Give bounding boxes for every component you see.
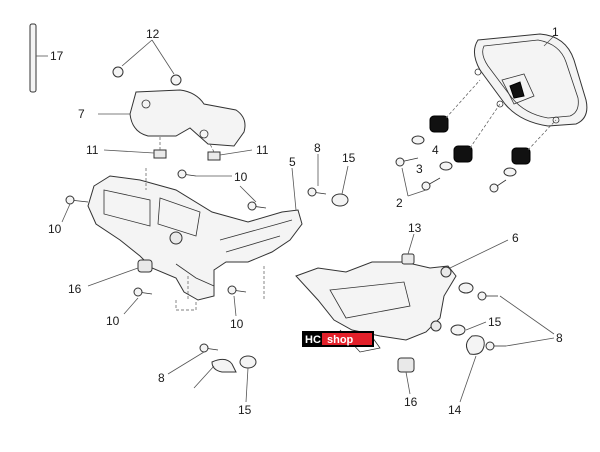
callout-10-bottom-left: 10 (106, 314, 120, 328)
callout-11-left: 11 (86, 143, 99, 157)
part-17-rod (29, 23, 48, 93)
part-8-bolt-upper (307, 154, 327, 197)
part-11-clips (103, 136, 253, 161)
part-9-clamp (193, 358, 237, 389)
watermark-left: HC (305, 334, 321, 346)
part-4-grommets (429, 79, 557, 165)
part-2-screws (395, 157, 507, 197)
part-16-nuts (87, 259, 415, 395)
part-6-bracket (295, 239, 509, 353)
callout-2: 2 (396, 196, 403, 210)
callout-10-top: 10 (234, 170, 248, 184)
callout-6: 6 (512, 231, 519, 245)
callout-15-lower: 15 (238, 403, 252, 417)
part-15-spacer-lower (239, 355, 257, 403)
callout-labels: 1 2 3 4 5 6 7 8 8 8 10 10 10 10 11 11 12… (48, 25, 563, 417)
part-8-bolts-right (458, 282, 555, 351)
callout-4: 4 (432, 143, 439, 157)
callout-8-upper: 8 (314, 141, 321, 155)
callout-17: 17 (50, 49, 64, 63)
part-14-clamp (459, 335, 485, 403)
part-12-nuts (112, 39, 182, 86)
part-15-spacer-upper (331, 165, 349, 207)
part-10-bolts (61, 169, 267, 317)
callout-12: 12 (146, 27, 160, 41)
callout-8-right: 8 (556, 331, 563, 345)
callout-1: 1 (552, 25, 559, 39)
part-7-cover (98, 89, 246, 147)
callout-13: 13 (408, 221, 422, 235)
part-1-instrument-cluster (474, 33, 588, 127)
callout-8-lower: 8 (158, 371, 165, 385)
callout-14: 14 (448, 403, 462, 417)
assembly-dashed-lines (145, 168, 265, 311)
callout-15-right: 15 (488, 315, 502, 329)
part-15-spacer-right (450, 321, 487, 336)
watermark-right: shop (327, 334, 354, 346)
callout-16-left: 16 (68, 282, 82, 296)
callout-16-lower: 16 (404, 395, 418, 409)
callout-10-left: 10 (48, 222, 62, 236)
callout-15-upper: 15 (342, 151, 356, 165)
part-5-bracket (87, 167, 303, 301)
callout-10-bottom: 10 (230, 317, 244, 331)
part-3-washers (411, 135, 517, 177)
callout-5: 5 (289, 155, 296, 169)
callout-11-right: 11 (256, 143, 269, 157)
callout-7: 7 (78, 107, 85, 121)
part-8-bolt-lower (167, 343, 219, 375)
callout-3: 3 (416, 162, 423, 176)
hc-shop-watermark: HC shop (302, 331, 374, 347)
part-13-knob (401, 233, 415, 265)
